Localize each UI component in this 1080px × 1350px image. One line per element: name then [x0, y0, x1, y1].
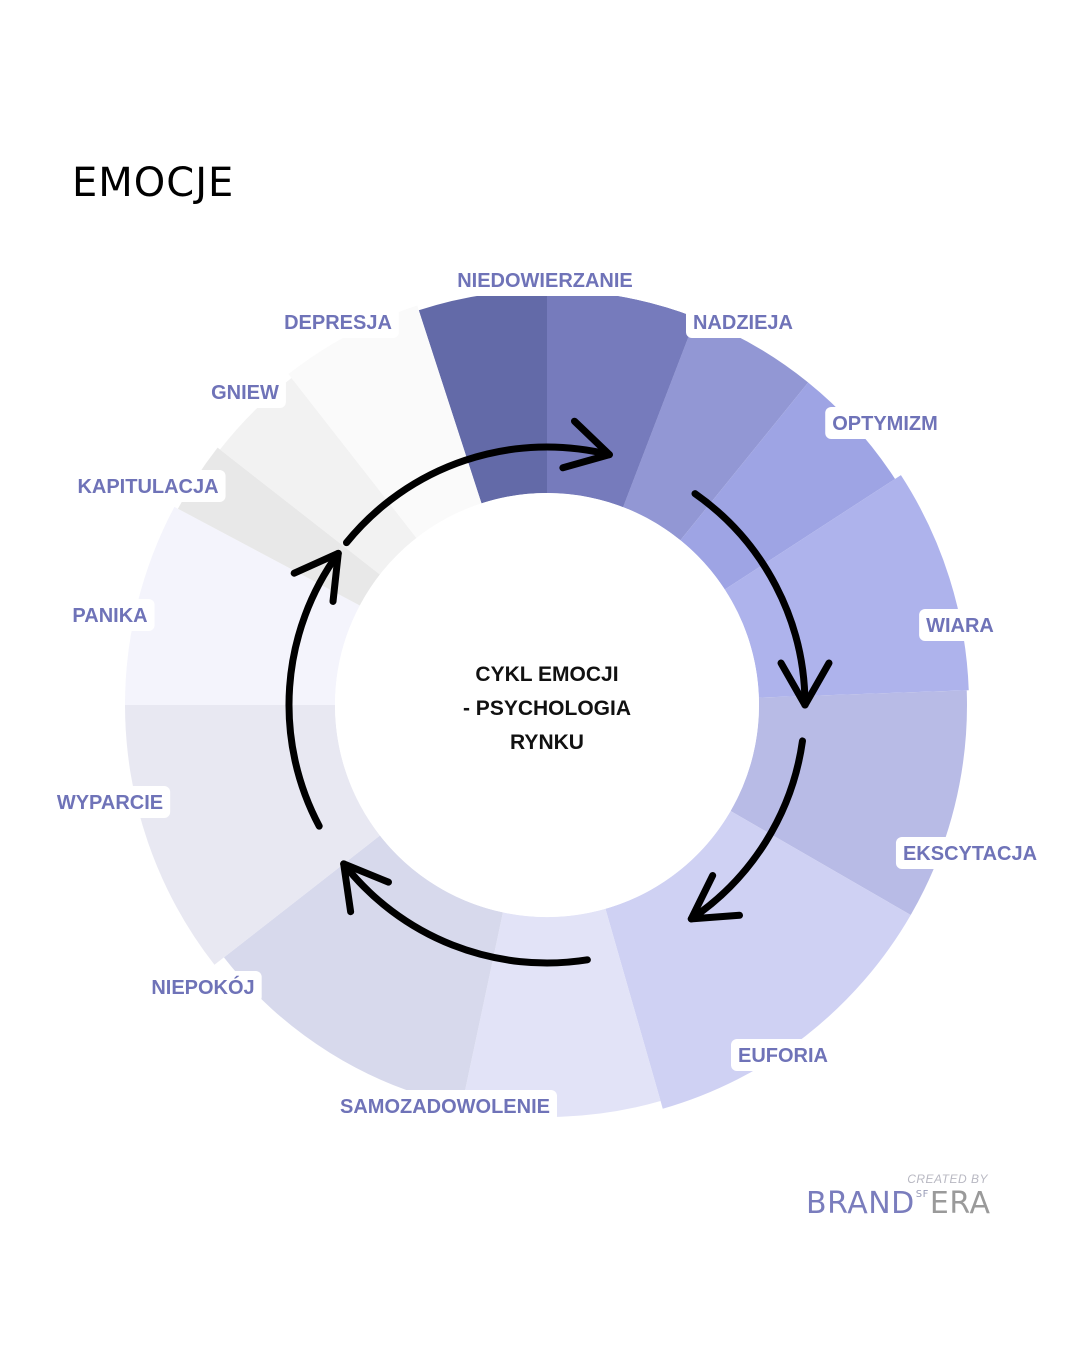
- cycle-arrow-2: [691, 490, 809, 709]
- label-background: [65, 599, 155, 631]
- brand-credit: CREATED BY BRANDSFERA: [806, 1172, 996, 1224]
- label-wiara: WIARA: [919, 609, 1001, 641]
- label-text: KAPITULACJA: [77, 476, 218, 498]
- segment-gniew: [219, 377, 417, 575]
- label-niedowierzanie: NIEDOWIERZANIE: [450, 264, 640, 296]
- center-title: CYKL EMOCJI - PSYCHOLOGIA RYNKU: [463, 663, 631, 754]
- label-background: [685, 306, 801, 338]
- segment-niepokoj: [223, 835, 503, 1107]
- segment-depresja: [288, 305, 482, 538]
- cycle-arrow-head-5: [290, 549, 342, 605]
- cycle-arrows: [285, 417, 833, 967]
- segment-labels: NIEDOWIERZANIE NADZIEJA OPTYMIZM WIARA EKSCY…: [49, 264, 1045, 1122]
- cycle-arrow-4: [340, 860, 591, 967]
- cycle-arrow-3: [687, 737, 806, 923]
- label-text: WIARA: [926, 615, 994, 637]
- wheel-center-hole: [335, 493, 759, 917]
- label-niepokoj: NIEPOKÓJ: [144, 971, 262, 1003]
- label-depresja: DEPRESJA: [277, 306, 399, 338]
- center-title-line-3: RYNKU: [510, 731, 584, 754]
- label-background: [825, 407, 945, 439]
- label-background: [450, 264, 640, 296]
- brand-logo-left: BRAND: [806, 1186, 915, 1221]
- label-text: OPTYMIZM: [832, 413, 938, 435]
- label-euforia: EUFORIA: [731, 1039, 835, 1071]
- label-background: [333, 1090, 557, 1122]
- label-text: NIEDOWIERZANIE: [457, 270, 633, 292]
- label-background: [731, 1039, 835, 1071]
- created-by-text: CREATED BY: [907, 1172, 988, 1186]
- label-background: [277, 306, 399, 338]
- center-title-line-1: CYKL EMOCJI: [475, 663, 618, 686]
- brand-logo-sup: SF: [915, 1189, 929, 1200]
- label-background: [204, 376, 286, 408]
- page-title: EMOCJE: [72, 160, 235, 206]
- cycle-arrow-5: [285, 549, 342, 830]
- brand-logo-right: ERA: [929, 1186, 991, 1221]
- brand-logo: BRANDSFERA: [806, 1186, 991, 1221]
- label-text: EKSCYTACJA: [903, 843, 1037, 865]
- label-panika: PANIKA: [65, 599, 155, 631]
- label-samozadowolenie: SAMOZADOWOLENIE: [333, 1090, 557, 1122]
- segment-wyparcie: [125, 705, 380, 965]
- segment-euforia: [605, 811, 911, 1109]
- label-background: [144, 971, 262, 1003]
- label-optymizm: OPTYMIZM: [825, 407, 945, 439]
- cycle-arrow-head-1: [559, 417, 613, 472]
- cycle-arrow-head-3: [687, 872, 744, 923]
- label-text: NADZIEJA: [693, 312, 793, 334]
- label-nadzieja: NADZIEJA: [685, 306, 801, 338]
- segment-wiara: [724, 475, 969, 698]
- label-background: [70, 470, 226, 502]
- label-text: EUFORIA: [738, 1045, 828, 1067]
- label-gniew: GNIEW: [204, 376, 286, 408]
- cycle-arrow-head-4: [340, 860, 392, 916]
- segment-nadzieja: [622, 317, 809, 541]
- label-text: GNIEW: [211, 382, 279, 404]
- label-background: [895, 837, 1045, 869]
- label-text: SAMOZADOWOLENIE: [340, 1096, 550, 1118]
- cycle-arrow-head-2: [777, 659, 833, 709]
- cycle-arrow-1: [342, 443, 613, 547]
- label-wyparcie: WYPARCIE: [49, 786, 171, 818]
- label-background: [49, 786, 171, 818]
- label-text: WYPARCIE: [57, 792, 163, 814]
- label-background: [919, 609, 1001, 641]
- label-text: DEPRESJA: [284, 312, 392, 334]
- center-title-line-2: - PSYCHOLOGIA: [463, 697, 631, 720]
- label-text: PANIKA: [72, 605, 147, 627]
- label-kapitulacja: KAPITULACJA: [70, 470, 226, 502]
- label-ekscytacja: EKSCYTACJA: [895, 837, 1045, 869]
- label-text: NIEPOKÓJ: [151, 975, 254, 999]
- segment-panika: [125, 506, 360, 705]
